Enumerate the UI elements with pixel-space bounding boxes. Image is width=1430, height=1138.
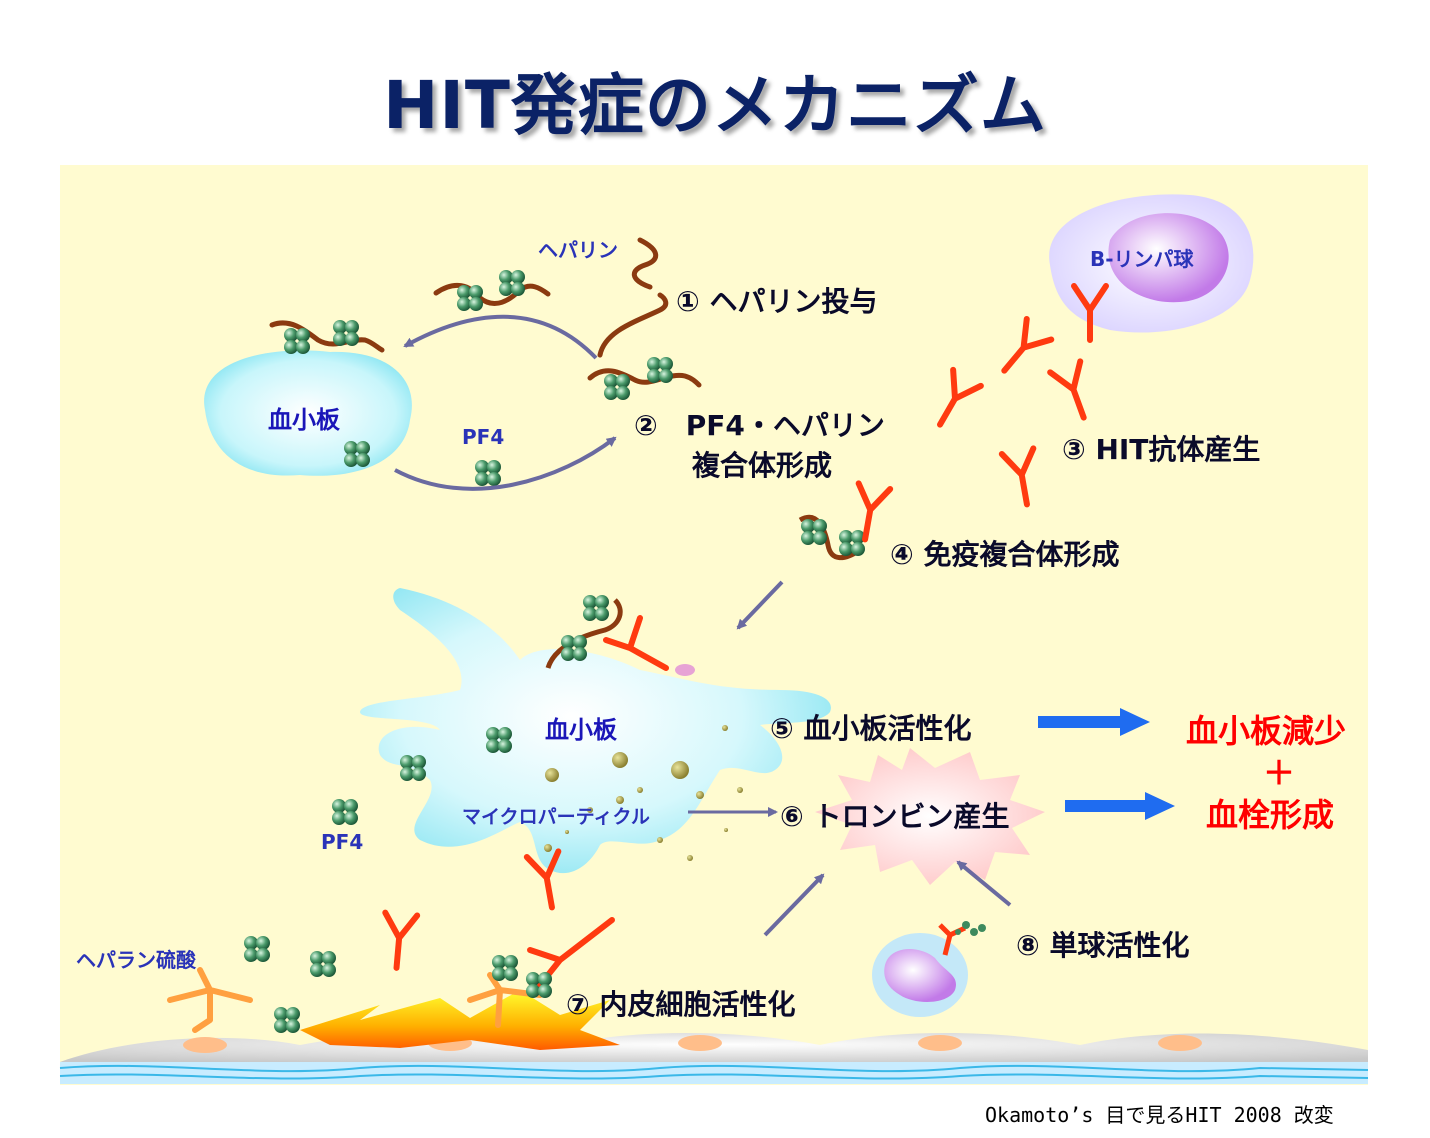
- label-microparticle: マイクロパーティクル: [462, 806, 650, 828]
- activated-platelet: [360, 588, 831, 874]
- hit-antibodies: [926, 286, 1106, 507]
- result-thrombocytopenia: 血小板減少: [1186, 712, 1347, 750]
- flow-arrows-top: [394, 314, 617, 491]
- endothelial-activation: [300, 990, 620, 1050]
- arrow-to-platelet: [736, 580, 784, 630]
- label-pf4-bottom: PF4: [321, 830, 364, 854]
- microparticles: [544, 725, 743, 861]
- result-arrows: [1038, 708, 1175, 820]
- label-b-lymphocyte: B-リンパ球: [1090, 247, 1194, 271]
- step-4: ④ 免疫複合体形成: [890, 538, 1120, 571]
- label-pf4-top: PF4: [462, 425, 505, 449]
- label-heparan-sulfate: ヘパラン硫酸: [76, 948, 196, 972]
- source-credit: Okamoto’s 目で見るHIT 2008 改変: [985, 1103, 1334, 1127]
- step-3: ③ HIT抗体産生: [1062, 433, 1261, 466]
- page-title: HIT発症のメカニズム: [383, 67, 1047, 144]
- step-1: ① ヘパリン投与: [676, 285, 878, 318]
- endothelium: [59, 1032, 1369, 1084]
- monocyte: [872, 921, 986, 1017]
- step-2: ② PF4・ヘパリン: [634, 409, 885, 442]
- label-heparin: ヘパリン: [538, 238, 618, 262]
- label-platelet-top: 血小板: [268, 406, 340, 434]
- step-7: ⑦ 内皮細胞活性化: [566, 988, 796, 1021]
- result-thrombosis: 血栓形成: [1206, 796, 1335, 834]
- step-2-line2: 複合体形成: [692, 449, 833, 482]
- step-6: ⑥ トロンビン産生: [780, 800, 1010, 833]
- thrombin-burst: [815, 748, 1045, 885]
- bound-complex: [545, 595, 669, 671]
- step-8: ⑧ 単球活性化: [1016, 929, 1190, 962]
- label-platelet-mid: 血小板: [545, 716, 617, 744]
- arrows-to-thrombin: [763, 860, 1012, 937]
- result-plus: ＋: [1263, 754, 1296, 792]
- immune-complex: [798, 483, 890, 561]
- step-5: ⑤ 血小板活性化: [770, 712, 972, 745]
